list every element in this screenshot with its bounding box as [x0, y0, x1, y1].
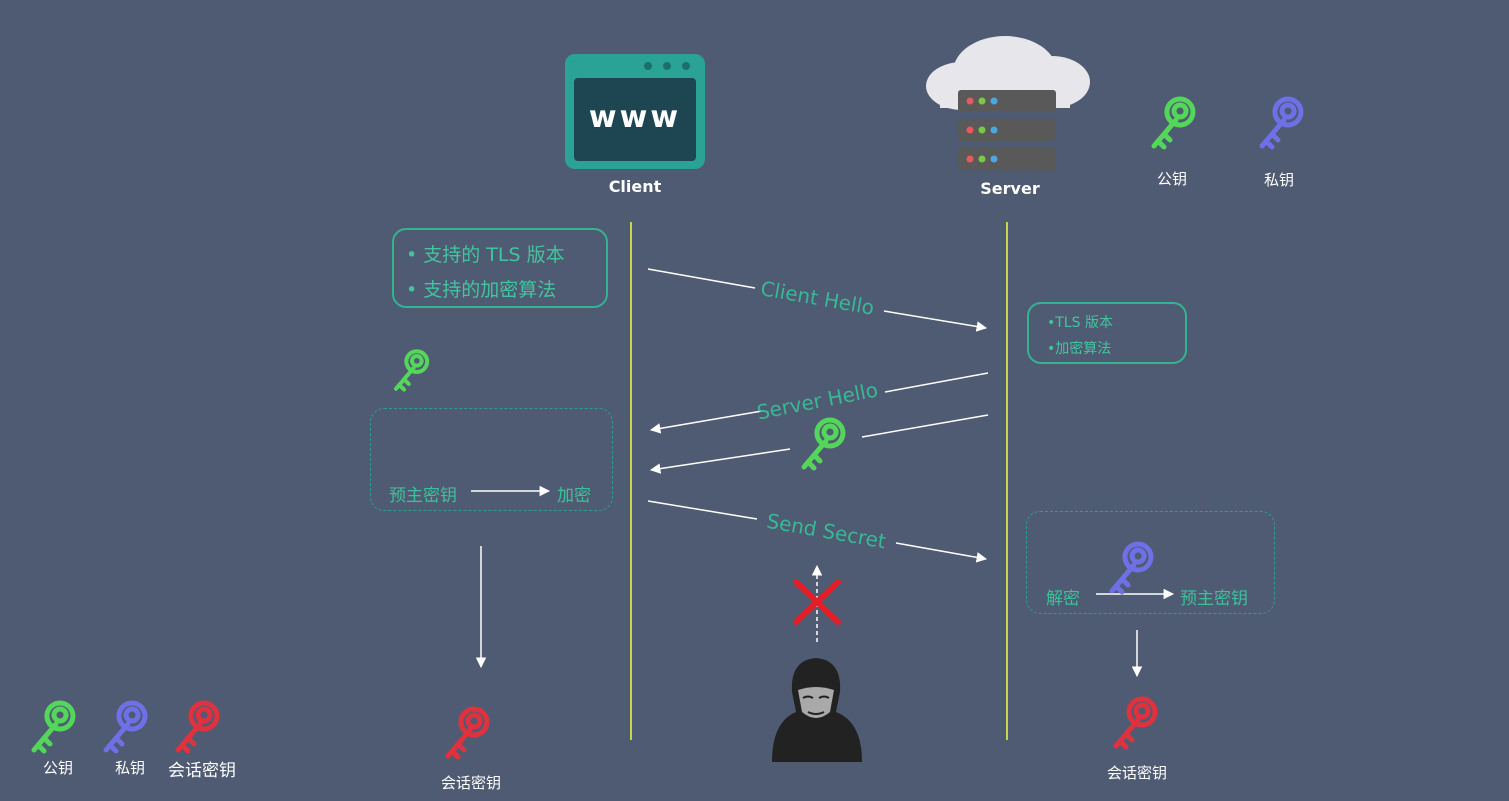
client-premaster-label: 预主密钥 [389, 486, 457, 506]
client-session-key-label: 会话密钥 [440, 774, 501, 792]
cloud-server-icon [926, 36, 1090, 170]
client-hello-item-tls-version: • 支持的 TLS 版本 [406, 244, 565, 266]
legend-bottom-session-key-label: 会话密钥 [168, 761, 236, 781]
server-session-key-label: 会话密钥 [1106, 764, 1167, 782]
session-key-icon-legend-bottom [178, 703, 217, 751]
server-premaster-label: 预主密钥 [1180, 589, 1248, 609]
session-key-icon-client [448, 709, 487, 757]
server-hello-arrow-a [884, 372, 989, 393]
legend-top-private-key-label: 私钥 [1263, 171, 1294, 189]
legend-bottom-private-key-label: 私钥 [114, 759, 145, 777]
private-key-icon-legend-bottom [106, 703, 145, 751]
public-key-arrow-a [861, 414, 989, 438]
server-choice-cipher: •加密算法 [1047, 341, 1112, 357]
client-screen-text: www [588, 100, 682, 135]
server-decrypt-box [1026, 511, 1275, 614]
client-encrypt-box [370, 408, 613, 511]
public-key-icon-transit [804, 420, 843, 468]
public-key-icon-legend-bottom [34, 703, 73, 751]
browser-window-icon [565, 54, 705, 169]
server-label: Server [980, 179, 1040, 198]
client-hello-content-box: • 支持的 TLS 版本 • 支持的加密算法 [392, 228, 608, 308]
server-choice-tls-version: •TLS 版本 [1047, 315, 1113, 331]
client-hello-arrow-a [647, 268, 756, 289]
public-key-arrow-b [649, 448, 791, 474]
send-secret-arrow-a [647, 500, 758, 520]
client-label: Client [608, 177, 662, 196]
client-hello-item-cipher: • 支持的加密算法 [406, 279, 557, 301]
legend-top-public-key-label: 公钥 [1156, 170, 1187, 188]
hooded-hacker-icon [772, 658, 862, 762]
server-decrypt-label: 解密 [1046, 589, 1080, 609]
session-key-icon-server [1116, 699, 1155, 747]
client-hello-arrow-b [883, 310, 988, 332]
public-key-icon-legend-top [1154, 99, 1193, 147]
client-encrypt-label: 加密 [557, 486, 591, 506]
red-x-icon [793, 579, 841, 625]
server-choice-box: •TLS 版本 •加密算法 [1027, 302, 1187, 364]
send-secret-arrow-b [895, 542, 988, 563]
public-key-icon-client [396, 351, 427, 389]
legend-bottom-public-key-label: 公钥 [42, 759, 73, 777]
server-hello-arrow-b [649, 410, 763, 434]
private-key-icon-legend-top [1262, 99, 1301, 147]
